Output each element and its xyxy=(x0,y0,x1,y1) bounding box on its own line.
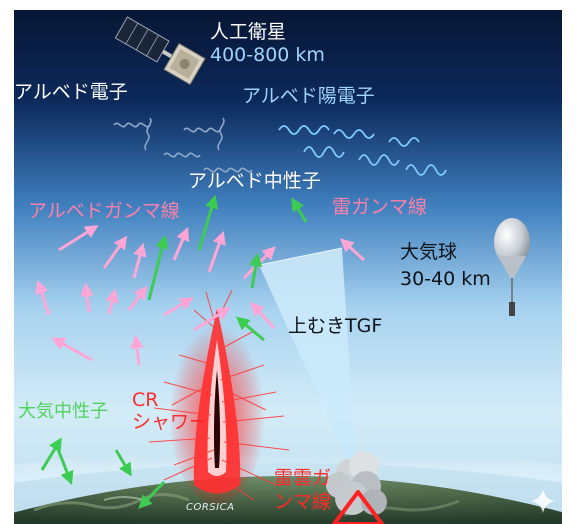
balloon-altitude: 30-40 km xyxy=(400,268,491,290)
albedo-positron-label: アルベド陽電子 xyxy=(242,85,375,107)
earth-surface xyxy=(14,445,562,524)
gamma-ray-arrows xyxy=(35,225,366,366)
albedo-electron-waves xyxy=(113,117,253,173)
lightning-gamma-label: 雷ガンマ線 xyxy=(332,196,428,218)
satellite-altitude: 400-800 km xyxy=(210,44,325,66)
red-triangle-icon xyxy=(332,490,384,524)
thundercloud-icon xyxy=(326,451,387,515)
neutron-arrows xyxy=(40,194,308,509)
corsica-label: CORSICA xyxy=(186,502,235,513)
albedo-gamma-label: アルベドガンマ線 xyxy=(28,200,180,222)
satellite-label: 人工衛星 xyxy=(210,21,287,43)
cr-shower xyxy=(148,289,290,505)
cloud-gamma-label-line1: 雷雲ガ xyxy=(274,467,332,489)
upward-tgf-label: 上むきTGF xyxy=(288,315,383,337)
albedo-positron-waves xyxy=(278,125,447,176)
sparkle-icon xyxy=(531,489,555,513)
satellite-icon xyxy=(114,16,206,86)
albedo-neutron-label: アルベド中性子 xyxy=(188,170,321,192)
upward-tgf-cone xyxy=(259,248,356,465)
atmosphere-scene xyxy=(14,10,562,524)
cr-shower-label-line1: CR xyxy=(132,389,159,411)
albedo-electron-label: アルベド電子 xyxy=(14,81,128,103)
balloon-label: 大気球 xyxy=(400,241,458,263)
balloon-icon xyxy=(494,218,530,316)
diagram-frame: 人工衛星 400-800 km アルベド電子 アルベド陽電子 アルベド中性子 ア… xyxy=(14,10,562,524)
cloud-gamma-label-line2: ンマ線 xyxy=(274,491,332,513)
atmospheric-neutron-label: 大気中性子 xyxy=(18,401,108,422)
cr-shower-label-line2: シャワー xyxy=(132,411,209,433)
